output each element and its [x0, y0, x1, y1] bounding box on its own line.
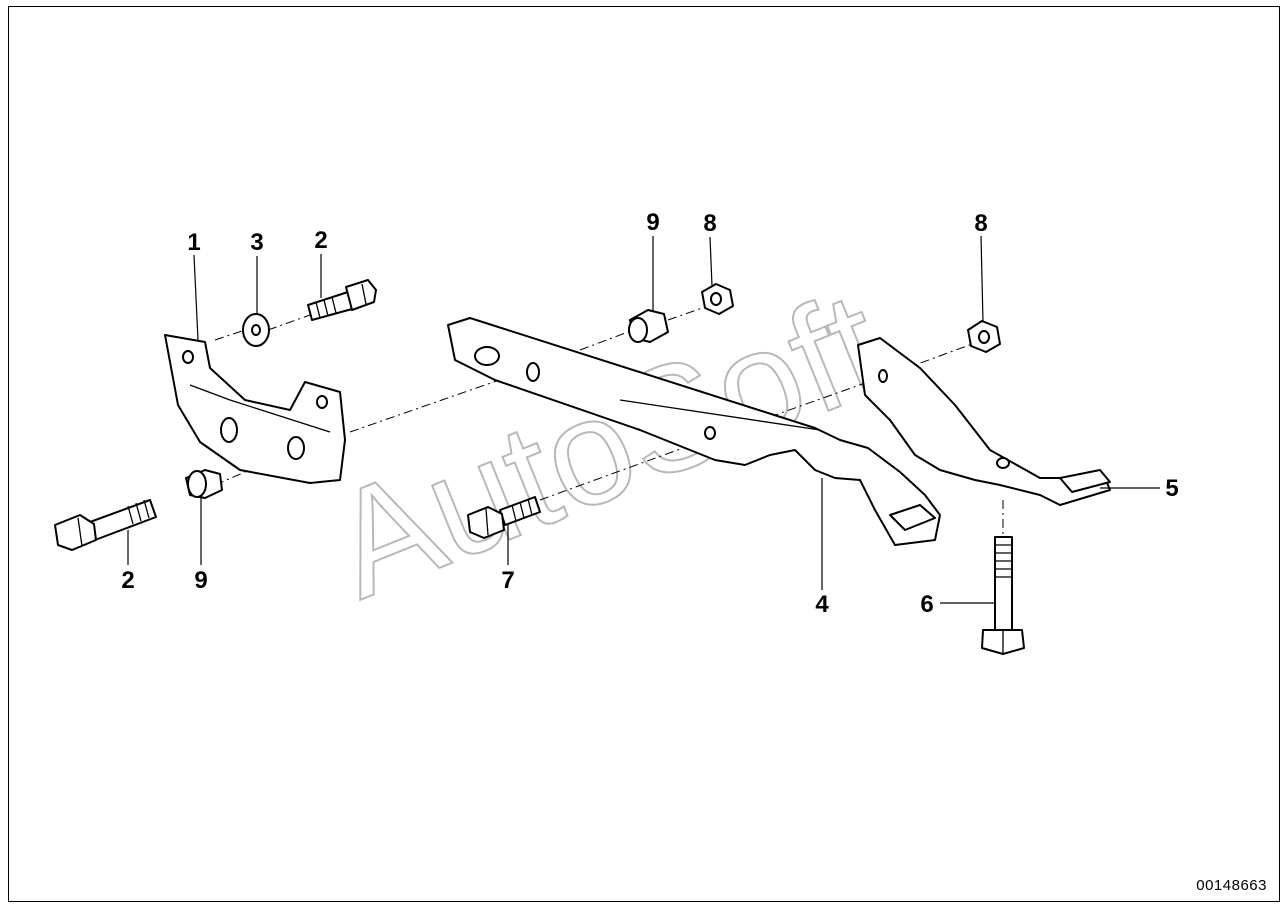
callout-4: 4 — [815, 591, 829, 618]
callout-9-left: 9 — [194, 567, 207, 594]
callout-6: 6 — [920, 591, 933, 618]
callout-7: 7 — [501, 567, 514, 594]
callout-5: 5 — [1165, 475, 1178, 502]
bolt-part-2-upper — [307, 279, 377, 321]
callout-labels: 1 3 2 2 9 9 8 8 7 4 5 6 — [121, 209, 1178, 618]
callout-3: 3 — [250, 229, 263, 256]
callout-1: 1 — [187, 229, 200, 256]
callout-8-right: 8 — [974, 210, 987, 237]
nut-part-8-right — [967, 320, 1001, 353]
washer-part-3 — [242, 313, 270, 347]
bushing-part-9-top — [628, 309, 669, 343]
bracket-part-1 — [164, 334, 346, 484]
nut-part-8-middle — [701, 283, 734, 315]
bushing-part-9-left — [185, 469, 223, 499]
callout-8-middle: 8 — [703, 210, 716, 237]
leader-lines — [127, 235, 1160, 604]
document-number: 00148663 — [1196, 877, 1267, 894]
clamp-part-5 — [857, 337, 1111, 506]
callout-2-upper: 2 — [314, 227, 327, 254]
bolt-part-6 — [981, 536, 1025, 655]
bolt-part-2-lower — [54, 499, 157, 551]
bolt-part-7 — [467, 496, 541, 539]
callout-2-lower: 2 — [121, 567, 134, 594]
support-bar-part-4 — [447, 317, 941, 546]
diagram-frame — [8, 6, 1280, 902]
callout-9-top: 9 — [646, 209, 659, 236]
